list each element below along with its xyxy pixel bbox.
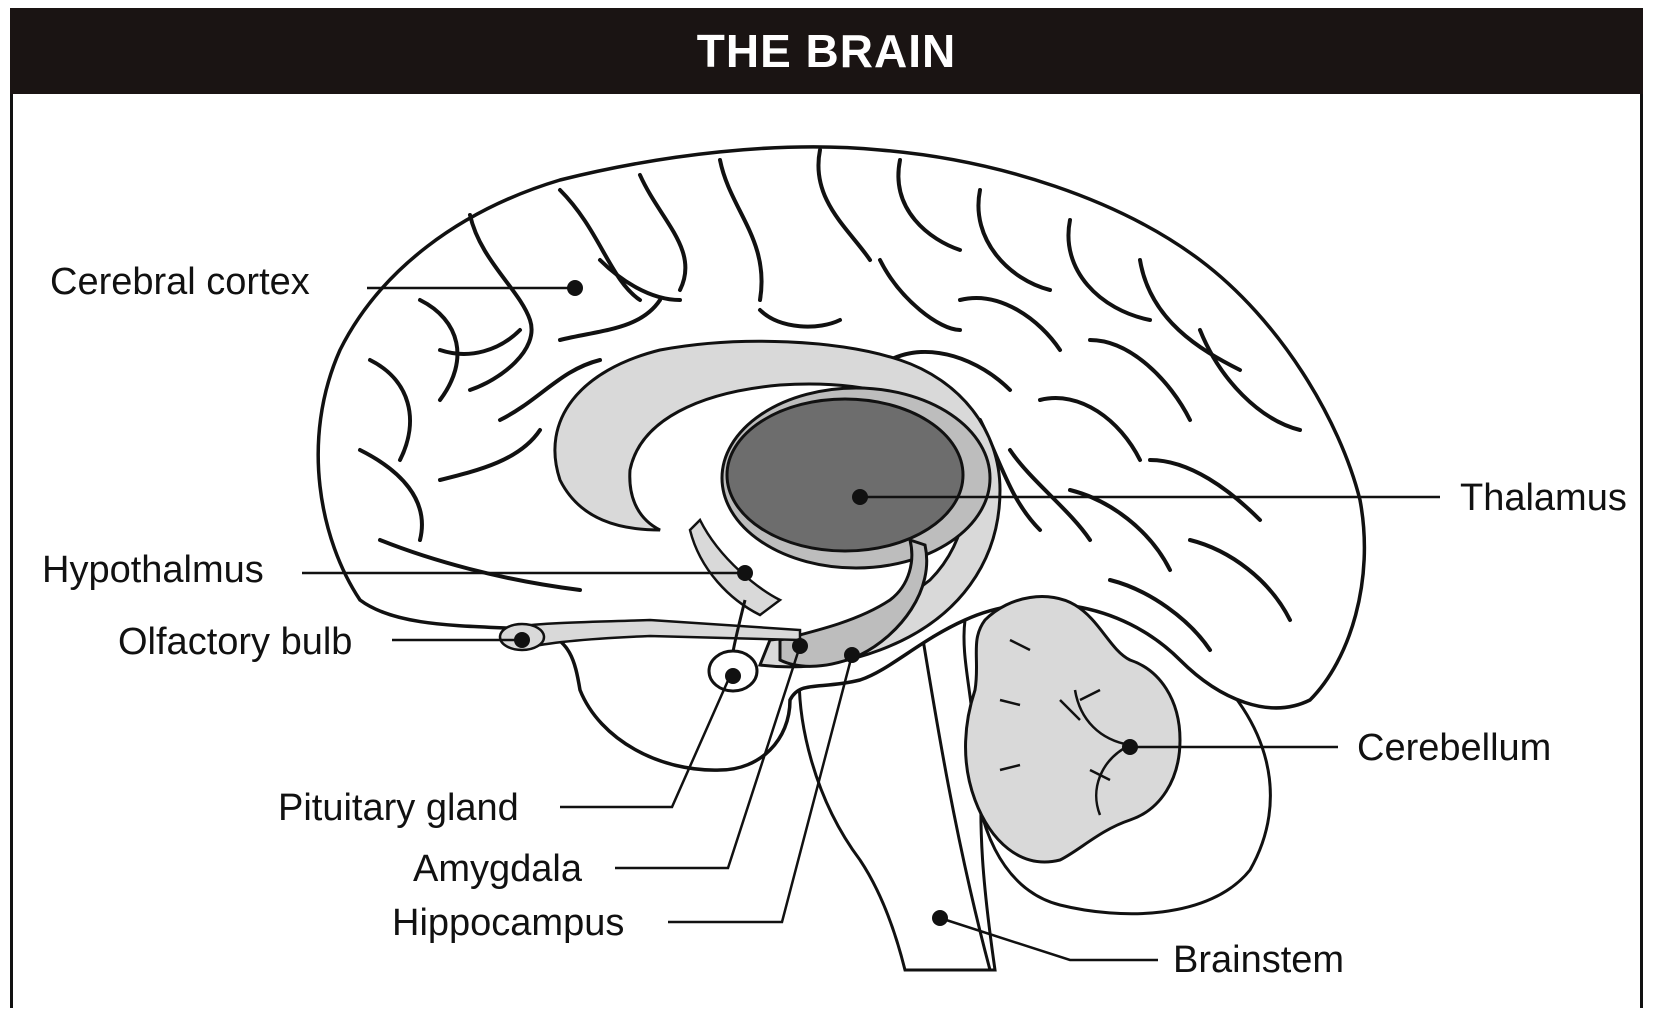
label-olfactory-bulb: Olfactory bulb: [118, 621, 352, 663]
label-brainstem: Brainstem: [1173, 939, 1344, 981]
label-amygdala: Amygdala: [413, 848, 583, 890]
label-thalamus: Thalamus: [1460, 477, 1627, 519]
label-pituitary-gland: Pituitary gland: [278, 787, 519, 829]
label-cerebellum: Cerebellum: [1357, 727, 1551, 769]
label-hypothalmus: Hypothalmus: [42, 549, 264, 591]
label-cerebral-cortex: Cerebral cortex: [50, 261, 310, 303]
label-hippocampus: Hippocampus: [392, 902, 624, 944]
thalamus: [722, 388, 990, 568]
